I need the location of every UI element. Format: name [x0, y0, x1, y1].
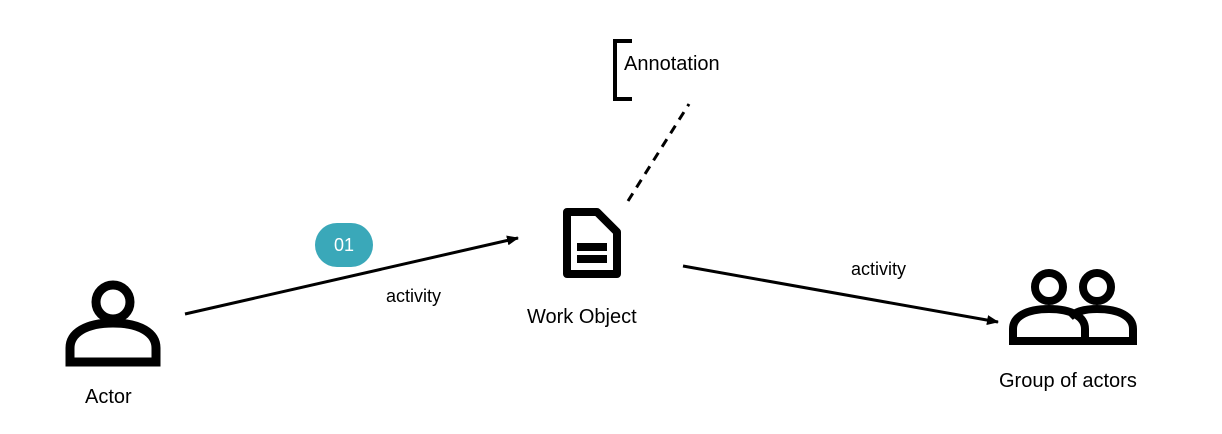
activity-label-actor-to-work-object[interactable]: activity: [386, 286, 442, 306]
annotation-text[interactable]: Annotation: [624, 53, 720, 75]
activity-label-work-object-to-group[interactable]: activity: [851, 259, 907, 279]
person-icon[interactable]: [65, 280, 161, 367]
group-icon[interactable]: [1009, 269, 1137, 345]
annotation-bracket[interactable]: [613, 39, 632, 101]
annotation-connector[interactable]: [626, 103, 691, 202]
activity-arrow-actor-to-work-object[interactable]: [184, 235, 519, 316]
sequence-number-badge[interactable]: 01: [315, 223, 373, 267]
activity-arrow-work-object-to-group[interactable]: [682, 264, 999, 325]
actor-label: Actor: [85, 386, 132, 408]
work-object-label: Work Object: [527, 306, 637, 328]
group-of-actors-label: Group of actors: [999, 370, 1137, 392]
document-icon[interactable]: [563, 208, 621, 278]
